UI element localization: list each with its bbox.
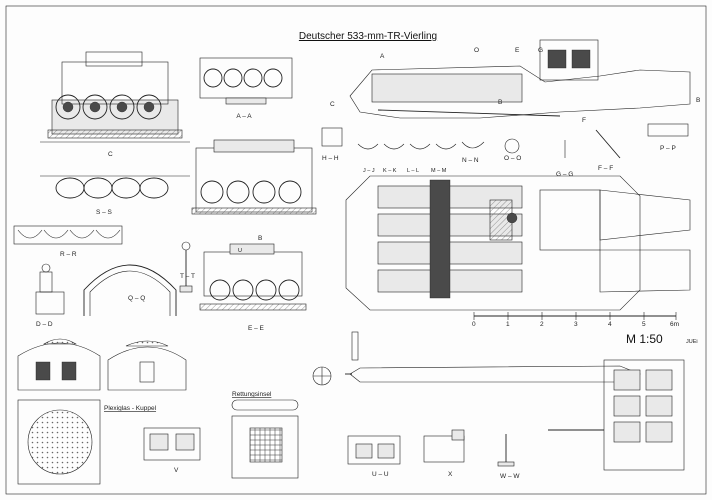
detail-sections-row: H – H J – J K – K L – L M – M N – N O – … <box>321 123 689 178</box>
label-p-p: P – P <box>660 145 676 152</box>
label-j-j: J – J <box>363 168 375 174</box>
plan-view <box>345 175 691 311</box>
label-g: G <box>538 47 543 54</box>
label-f: F <box>582 117 586 124</box>
section-t-t: T – T <box>179 241 195 293</box>
label-t-t: T – T <box>180 273 195 280</box>
label-o: O <box>474 47 479 54</box>
section-e-e: E – E U <box>199 243 307 332</box>
section-w-w: W – W <box>497 434 520 480</box>
scale-ratio: M 1:50 <box>626 332 663 346</box>
label-b-arrow: B <box>258 235 262 242</box>
label-l-l: L – L <box>407 168 419 174</box>
scale-tick-2: 2 <box>540 321 544 328</box>
label-a-a: A – A <box>236 113 252 120</box>
label-a: A <box>380 53 385 60</box>
scale-tick-3: 3 <box>574 321 578 328</box>
scale-bar: 0 1 2 3 4 5 6m M 1:50 JUEi <box>472 312 698 346</box>
label-k-k: K – K <box>383 168 397 174</box>
label-e: E <box>515 47 520 54</box>
dome-views: Plexiglas - Kuppel <box>17 338 187 485</box>
section-r-r: R – R <box>13 225 123 258</box>
section-q-q: Q – Q <box>83 264 177 316</box>
section-u-u: U – U <box>347 435 401 478</box>
section-d-d: D – D <box>35 263 65 328</box>
scale-tick-4: 4 <box>608 321 612 328</box>
label-s-s: S – S <box>96 209 113 216</box>
scale-tick-1: 1 <box>506 321 510 328</box>
label-h-h: H – H <box>322 155 339 162</box>
label-x: X <box>448 471 453 478</box>
label-b: B <box>498 99 502 106</box>
drawing-title: Deutscher 533-mm-TR-Vierling <box>299 31 437 42</box>
label-c-arrow: C <box>108 151 113 158</box>
label-m-m: M – M <box>431 168 447 174</box>
scale-tick-5: 5 <box>642 321 646 328</box>
scale-tick-6: 6m <box>670 321 679 328</box>
rettungsinsel: Rettungsinsel <box>231 391 299 479</box>
rear-view <box>548 359 685 471</box>
label-b-right: B <box>696 97 700 104</box>
front-view: C <box>40 51 190 158</box>
label-f-f: F – F <box>598 165 613 172</box>
torpedo-view <box>312 331 641 386</box>
side-view: C A B E G O F B <box>330 39 700 124</box>
label-n-n: N – N <box>462 157 479 164</box>
section-v: V <box>143 427 201 474</box>
label-e-e: E – E <box>248 325 265 332</box>
label-w-w: W – W <box>500 473 520 480</box>
view-b: B <box>191 139 317 242</box>
label-c: C <box>330 101 335 108</box>
label-u-u: U – U <box>372 471 389 478</box>
label-u-left: U <box>238 248 242 254</box>
label-o-o: O – O <box>504 155 521 162</box>
sheet-border <box>5 5 707 495</box>
scale-tick-0: 0 <box>472 321 476 328</box>
label-plexiglas-kuppel: Plexiglas - Kuppel <box>104 405 157 412</box>
section-a-a: A – A <box>199 57 293 120</box>
label-rettungsinsel: Rettungsinsel <box>232 391 272 398</box>
author-initials: JUEi <box>686 339 698 345</box>
section-x: X <box>423 429 465 478</box>
label-g-g: G – G <box>556 171 573 178</box>
section-s-s: S – S <box>40 175 190 216</box>
label-q-q: Q – Q <box>128 295 145 302</box>
label-v: V <box>174 467 179 474</box>
label-d-d: D – D <box>36 321 53 328</box>
label-r-r: R – R <box>60 251 77 258</box>
